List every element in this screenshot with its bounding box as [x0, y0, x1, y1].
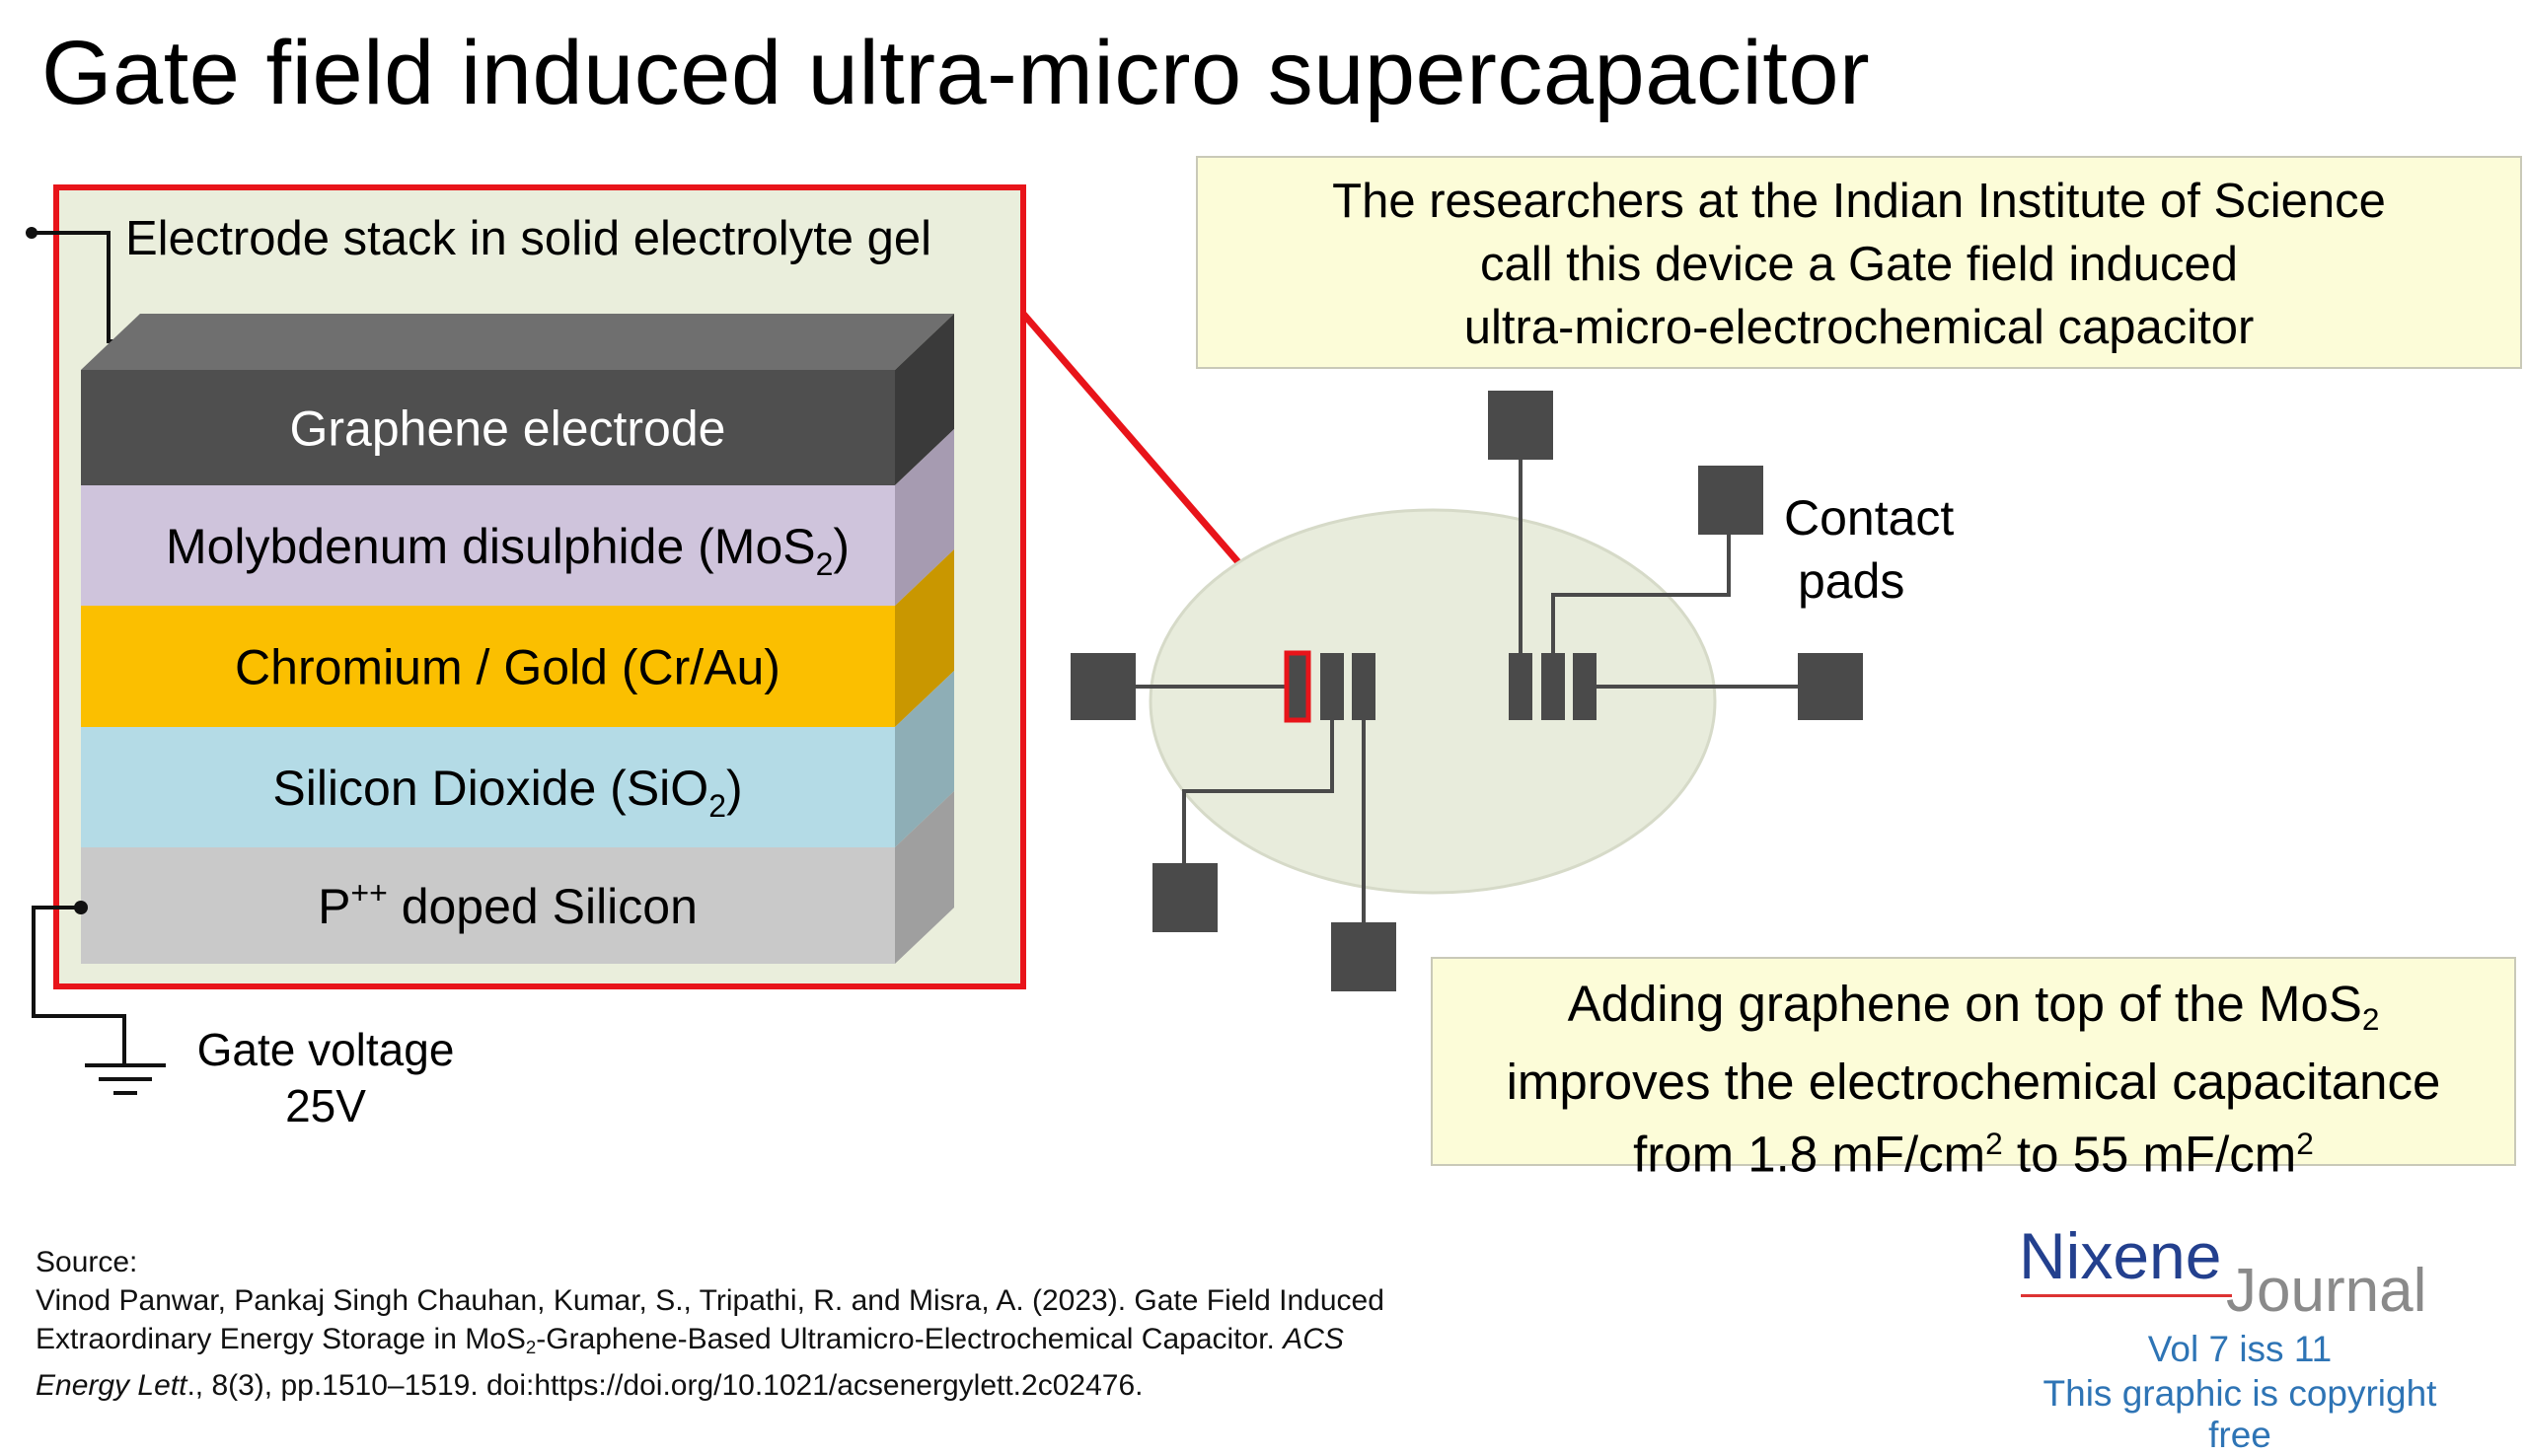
- electrode-finger: [1320, 653, 1344, 720]
- panel-heading: Electrode stack in solid electrolyte gel: [125, 212, 931, 265]
- stack-top-face: [81, 314, 954, 370]
- gate-wire: [32, 901, 126, 1065]
- logo-underline: [2021, 1294, 2232, 1297]
- callout-capacitance-line2: improves the electrochemical capacitance: [1506, 1053, 2441, 1110]
- layer-4: [81, 847, 895, 964]
- gate-voltage-label: Gate voltage: [197, 1024, 455, 1075]
- ground-icon: [85, 1063, 166, 1095]
- layer-3: [81, 727, 895, 847]
- callout-researchers: The researchers at the Indian Institute …: [1196, 156, 2522, 369]
- source-label: Source:: [36, 1246, 138, 1278]
- callout-researchers-line2: call this device a Gate field induced: [1479, 238, 2239, 291]
- layer-label-1: Molybdenum disulphide (MoS2): [166, 519, 850, 582]
- electrode-finger: [1541, 653, 1565, 720]
- issue-label: Vol 7 iss 11: [2147, 1329, 2333, 1369]
- electrode-finger: [1509, 653, 1532, 720]
- callout-researchers-line1: The researchers at the Indian Institute …: [1332, 175, 2386, 228]
- layer-side-4: [895, 791, 954, 964]
- layer-side-3: [895, 671, 954, 847]
- layer-label-3: Silicon Dioxide (SiO2): [272, 761, 742, 824]
- subscript: 2: [525, 1337, 537, 1358]
- logo-journal: Journal: [2226, 1257, 2427, 1325]
- electrode-finger: [1352, 653, 1375, 720]
- callout-capacitance-text: Adding graphene on top of the MoS: [1567, 976, 2362, 1032]
- source-journal: Energy Lett: [36, 1369, 187, 1403]
- source-citation: Source: Vinod Panwar, Pankaj Singh Chauh…: [36, 1243, 1384, 1405]
- contact-pad: [1331, 922, 1396, 991]
- layer-label-4: P++ doped Silicon: [318, 875, 698, 934]
- source-line3: Energy Lett., 8(3), pp.1510–1519. doi:ht…: [36, 1366, 1384, 1405]
- callout-capacitance-line1: Adding graphene on top of the MoS2: [1433, 973, 2514, 1051]
- contact-pad: [1152, 863, 1218, 932]
- contact-pad: [1071, 653, 1136, 720]
- highlighted-electrode: [1284, 650, 1311, 723]
- contact-pads-label-2: pads: [1798, 553, 1904, 609]
- contact-pad: [1698, 466, 1763, 535]
- layer-side-1: [895, 429, 954, 606]
- layer-side-0: [895, 314, 954, 485]
- layer-label-0: Graphene electrode: [290, 401, 726, 457]
- callout-capacitance-from: from 1.8 mF/cm: [1633, 1126, 1986, 1183]
- source-text: -Graphene-Based Ultramicro-Electrochemic…: [536, 1323, 1284, 1355]
- source-journal: ACS: [1283, 1323, 1344, 1355]
- source-text: ., 8(3), pp.1510–1519. doi:https://doi.o…: [186, 1369, 1144, 1403]
- superscript: 2: [1985, 1125, 2003, 1161]
- device-substrate: [1149, 508, 1717, 895]
- callout-researchers-line3: ultra-micro-electrochemical capacitor: [1463, 301, 2255, 354]
- layer-1: [81, 485, 895, 606]
- logo-nixene: Nixene: [2019, 1219, 2222, 1292]
- page-title: Gate field induced ultra-micro supercapa…: [41, 23, 1871, 123]
- device-wiring: [1135, 424, 1806, 927]
- source-text: Extraordinary Energy Storage in MoS: [36, 1323, 526, 1355]
- contact-pads-label-1: Contact: [1784, 490, 1954, 546]
- nixene-journal-logo: Nixene Journal Vol 7 iss 11 This graphic…: [2013, 1218, 2506, 1455]
- subscript: 2: [2361, 1000, 2380, 1037]
- electrode-finger: [1573, 653, 1597, 720]
- source-line2: Extraordinary Energy Storage in MoS2-Gra…: [36, 1320, 1384, 1366]
- contact-pad: [1488, 391, 1553, 460]
- layer-side-2: [895, 549, 954, 727]
- layer-2: [81, 606, 895, 727]
- gate-voltage-value: 25V: [285, 1080, 366, 1131]
- callout-capacitance-to: to 55 mF/cm: [2002, 1126, 2297, 1183]
- layer-label-2: Chromium / Gold (Cr/Au): [235, 640, 780, 695]
- copyright-label: This graphic is copyright free: [2043, 1373, 2437, 1455]
- source-line1: Vinod Panwar, Pankaj Singh Chauhan, Kuma…: [36, 1284, 1384, 1317]
- contact-pad: [1798, 653, 1863, 720]
- callout-capacitance: Adding graphene on top of the MoS2 impro…: [1431, 957, 2516, 1182]
- superscript: 2: [2296, 1125, 2314, 1161]
- layer-0: [81, 370, 895, 485]
- callout-capacitance-line3: from 1.8 mF/cm2 to 55 mF/cm2: [1433, 1113, 2514, 1185]
